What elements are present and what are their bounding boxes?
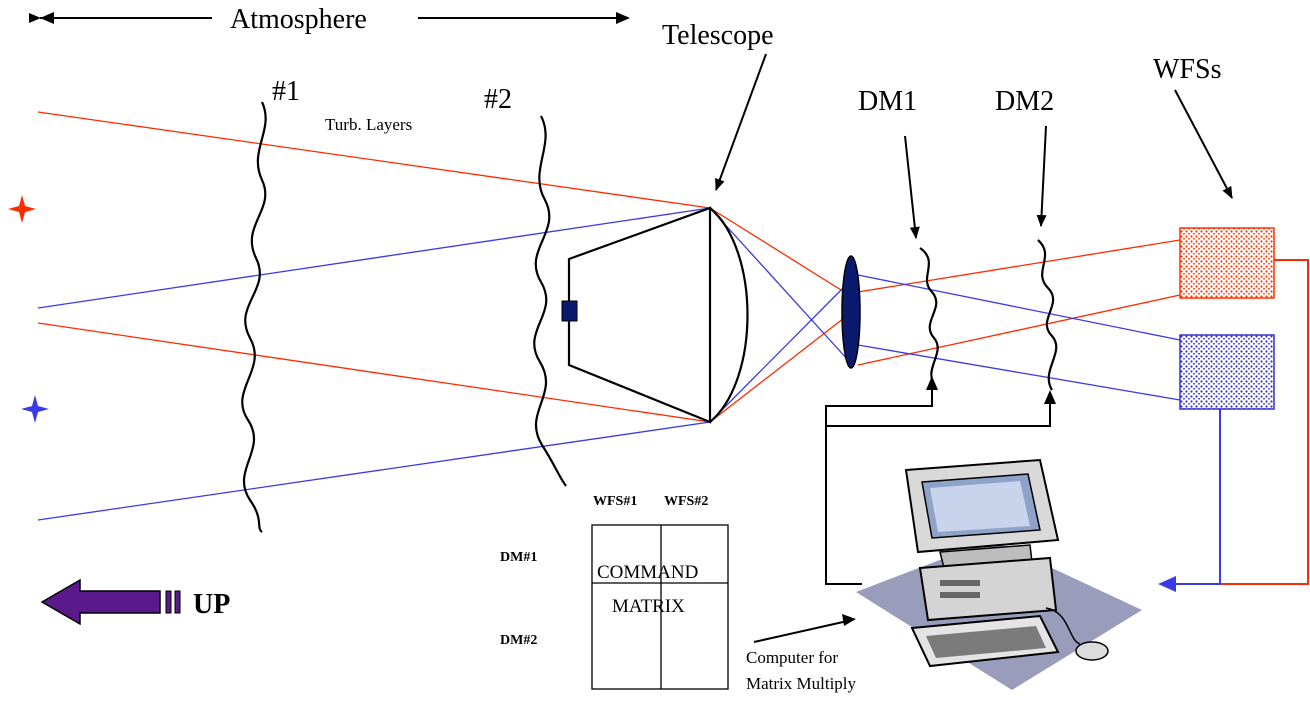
computer-icon — [856, 458, 1142, 690]
layer-2-label: #2 — [484, 84, 512, 115]
turbulent-layer-1 — [241, 101, 267, 533]
light-beams — [37, 111, 1181, 521]
up-label: UP — [193, 589, 230, 620]
telescope — [561, 206, 749, 424]
blue-star-icon — [21, 395, 49, 423]
computer-label-line2: Matrix Multiply — [746, 674, 857, 693]
dm2-mirror — [1037, 239, 1058, 391]
wfs-signal-wiring — [1158, 259, 1309, 592]
matrix-row-dm1: DM#1 — [500, 550, 537, 565]
up-arrow-icon — [40, 578, 181, 626]
wfs-blue-sensor — [1179, 334, 1275, 410]
matrix-col-wfs2: WFS#2 — [664, 494, 708, 509]
dm1-label: DM1 — [858, 86, 917, 117]
matrix-label-command: COMMAND — [597, 562, 698, 583]
computer-label-line1: Computer for — [746, 648, 838, 667]
layer-1-label: #1 — [272, 76, 300, 107]
dm1-mirror — [919, 247, 939, 385]
atmosphere-span-arrow: Atmosphere — [29, 4, 630, 35]
matrix-row-dm2: DM#2 — [500, 633, 537, 648]
red-star-icon — [8, 195, 36, 223]
matrix-label-matrix: MATRIX — [612, 596, 685, 617]
collimator-lens — [841, 255, 861, 369]
turbulent-layer-2 — [533, 115, 567, 487]
telescope-label: Telescope — [662, 20, 774, 51]
atmosphere-label: Atmosphere — [230, 4, 367, 35]
blue-beam-top — [37, 207, 711, 309]
red-beam-top — [37, 111, 711, 209]
wfss-label: WFSs — [1153, 54, 1221, 85]
matrix-col-wfs1: WFS#1 — [593, 494, 637, 509]
command-matrix: COMMAND MATRIX — [591, 524, 729, 690]
turb-layers-label: Turb. Layers — [325, 115, 412, 134]
blue-beam-bottom — [37, 421, 711, 521]
dm-control-wiring — [825, 376, 1056, 585]
red-beam-bottom — [37, 322, 711, 423]
wfs-red-sensor — [1179, 227, 1275, 299]
dm2-label: DM2 — [995, 86, 1054, 117]
